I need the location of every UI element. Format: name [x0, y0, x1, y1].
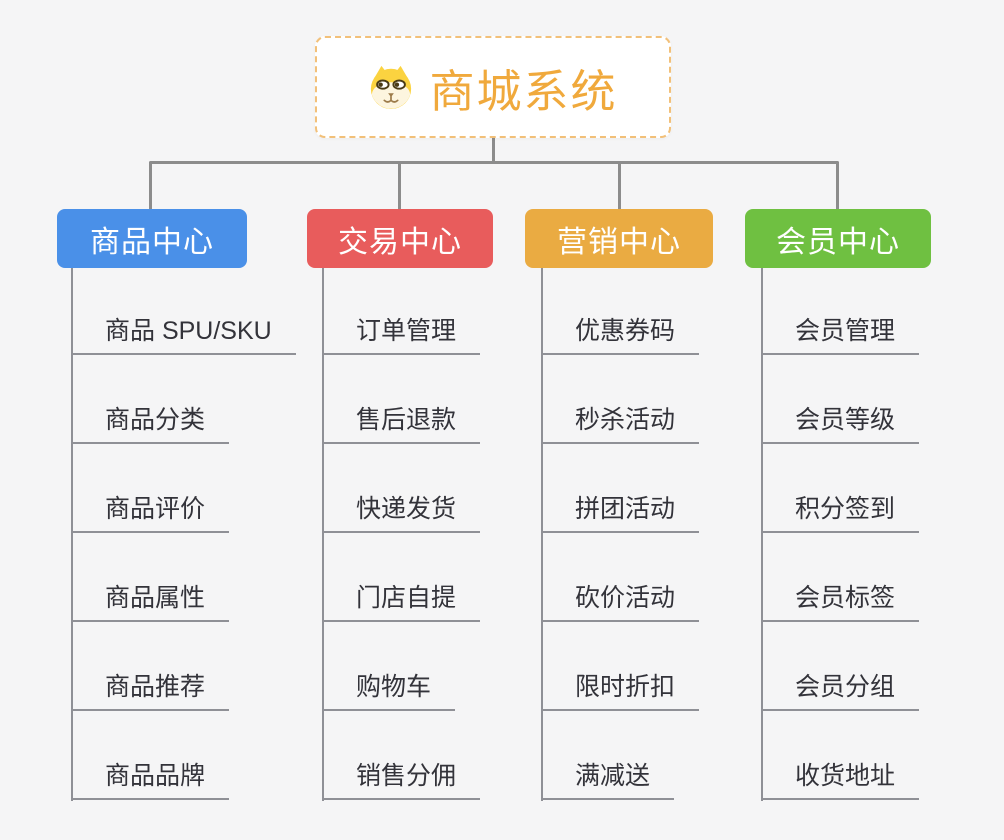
- leaf-label: 商品推荐: [71, 671, 230, 711]
- leaf-node[interactable]: 限时折扣: [541, 671, 700, 711]
- leaf-node[interactable]: 会员分组: [761, 671, 920, 711]
- root-title: 商城系统: [429, 65, 618, 117]
- leaf-label: 优惠券码: [541, 315, 700, 355]
- leaf-node[interactable]: 满减送: [541, 760, 675, 800]
- leaf-node[interactable]: 积分签到: [761, 493, 920, 533]
- leaf-node[interactable]: 商品分类: [71, 404, 230, 444]
- leaf-node[interactable]: 拼团活动: [541, 493, 700, 533]
- connector-branch-3: [618, 162, 621, 209]
- leaf-node[interactable]: 秒杀活动: [541, 404, 700, 444]
- leaf-label: 订单管理: [322, 315, 481, 355]
- leaf-label: 商品属性: [71, 582, 230, 622]
- leaf-label: 会员管理: [761, 315, 920, 355]
- doge-face-icon: [371, 65, 412, 110]
- leaf-label: 门店自提: [322, 582, 481, 622]
- branch-children-trade-center: 订单管理 售后退款 快递发货 门店自提 购物车 销售分佣: [322, 268, 562, 808]
- leaf-label: 商品 SPU/SKU: [71, 315, 296, 355]
- root-node[interactable]: 商城系统: [315, 36, 671, 138]
- connector-trunk: [541, 268, 543, 801]
- leaf-node[interactable]: 快递发货: [322, 493, 481, 533]
- leaf-node[interactable]: 售后退款: [322, 404, 481, 444]
- leaf-node[interactable]: 销售分佣: [322, 760, 481, 800]
- leaf-node[interactable]: 砍价活动: [541, 582, 700, 622]
- leaf-node[interactable]: 商品品牌: [71, 760, 230, 800]
- leaf-label: 拼团活动: [541, 493, 700, 533]
- leaf-node[interactable]: 商品推荐: [71, 671, 230, 711]
- branch-header-product-center[interactable]: 商品中心: [57, 209, 247, 268]
- leaf-node[interactable]: 会员标签: [761, 582, 920, 622]
- branch-label: 会员中心: [776, 225, 900, 259]
- leaf-label: 商品品牌: [71, 760, 230, 800]
- connector-branch-2: [398, 162, 401, 209]
- leaf-label: 会员分组: [761, 671, 920, 711]
- leaf-label: 会员等级: [761, 404, 920, 444]
- leaf-label: 售后退款: [322, 404, 481, 444]
- leaf-node[interactable]: 订单管理: [322, 315, 481, 355]
- leaf-node[interactable]: 收货地址: [761, 760, 920, 800]
- leaf-label: 砍价活动: [541, 582, 700, 622]
- leaf-label: 满减送: [541, 760, 675, 800]
- leaf-label: 会员标签: [761, 582, 920, 622]
- connector-trunk: [761, 268, 763, 801]
- leaf-node[interactable]: 商品评价: [71, 493, 230, 533]
- connector-branch-1: [149, 162, 152, 209]
- leaf-label: 商品分类: [71, 404, 230, 444]
- branch-header-member-center[interactable]: 会员中心: [745, 209, 931, 268]
- leaf-node[interactable]: 优惠券码: [541, 315, 700, 355]
- connector-trunk: [322, 268, 324, 801]
- leaf-node[interactable]: 会员等级: [761, 404, 920, 444]
- branch-header-marketing-center[interactable]: 营销中心: [525, 209, 713, 268]
- branch-label: 商品中心: [90, 225, 214, 259]
- branch-label: 营销中心: [557, 225, 681, 259]
- branch-children-marketing-center: 优惠券码 秒杀活动 拼团活动 砍价活动 限时折扣 满减送: [541, 268, 781, 808]
- leaf-label: 商品评价: [71, 493, 230, 533]
- leaf-node[interactable]: 会员管理: [761, 315, 920, 355]
- leaf-label: 限时折扣: [541, 671, 700, 711]
- branch-header-trade-center[interactable]: 交易中心: [307, 209, 493, 268]
- leaf-node[interactable]: 商品 SPU/SKU: [71, 315, 296, 355]
- branch-children-product-center: 商品 SPU/SKU 商品分类 商品评价 商品属性 商品推荐 商品品牌: [71, 268, 311, 808]
- connector-branch-4: [836, 162, 839, 209]
- leaf-label: 快递发货: [322, 493, 481, 533]
- connector-root-stub: [492, 138, 495, 162]
- branch-label: 交易中心: [338, 225, 462, 259]
- branch-children-member-center: 会员管理 会员等级 积分签到 会员标签 会员分组 收货地址: [761, 268, 1001, 808]
- leaf-node[interactable]: 购物车: [322, 671, 456, 711]
- leaf-label: 收货地址: [761, 760, 920, 800]
- leaf-node[interactable]: 商品属性: [71, 582, 230, 622]
- leaf-label: 销售分佣: [322, 760, 481, 800]
- connector-trunk: [71, 268, 73, 801]
- leaf-node[interactable]: 门店自提: [322, 582, 481, 622]
- leaf-label: 购物车: [322, 671, 456, 711]
- connector-bus: [149, 161, 839, 164]
- leaf-label: 秒杀活动: [541, 404, 700, 444]
- leaf-label: 积分签到: [761, 493, 920, 533]
